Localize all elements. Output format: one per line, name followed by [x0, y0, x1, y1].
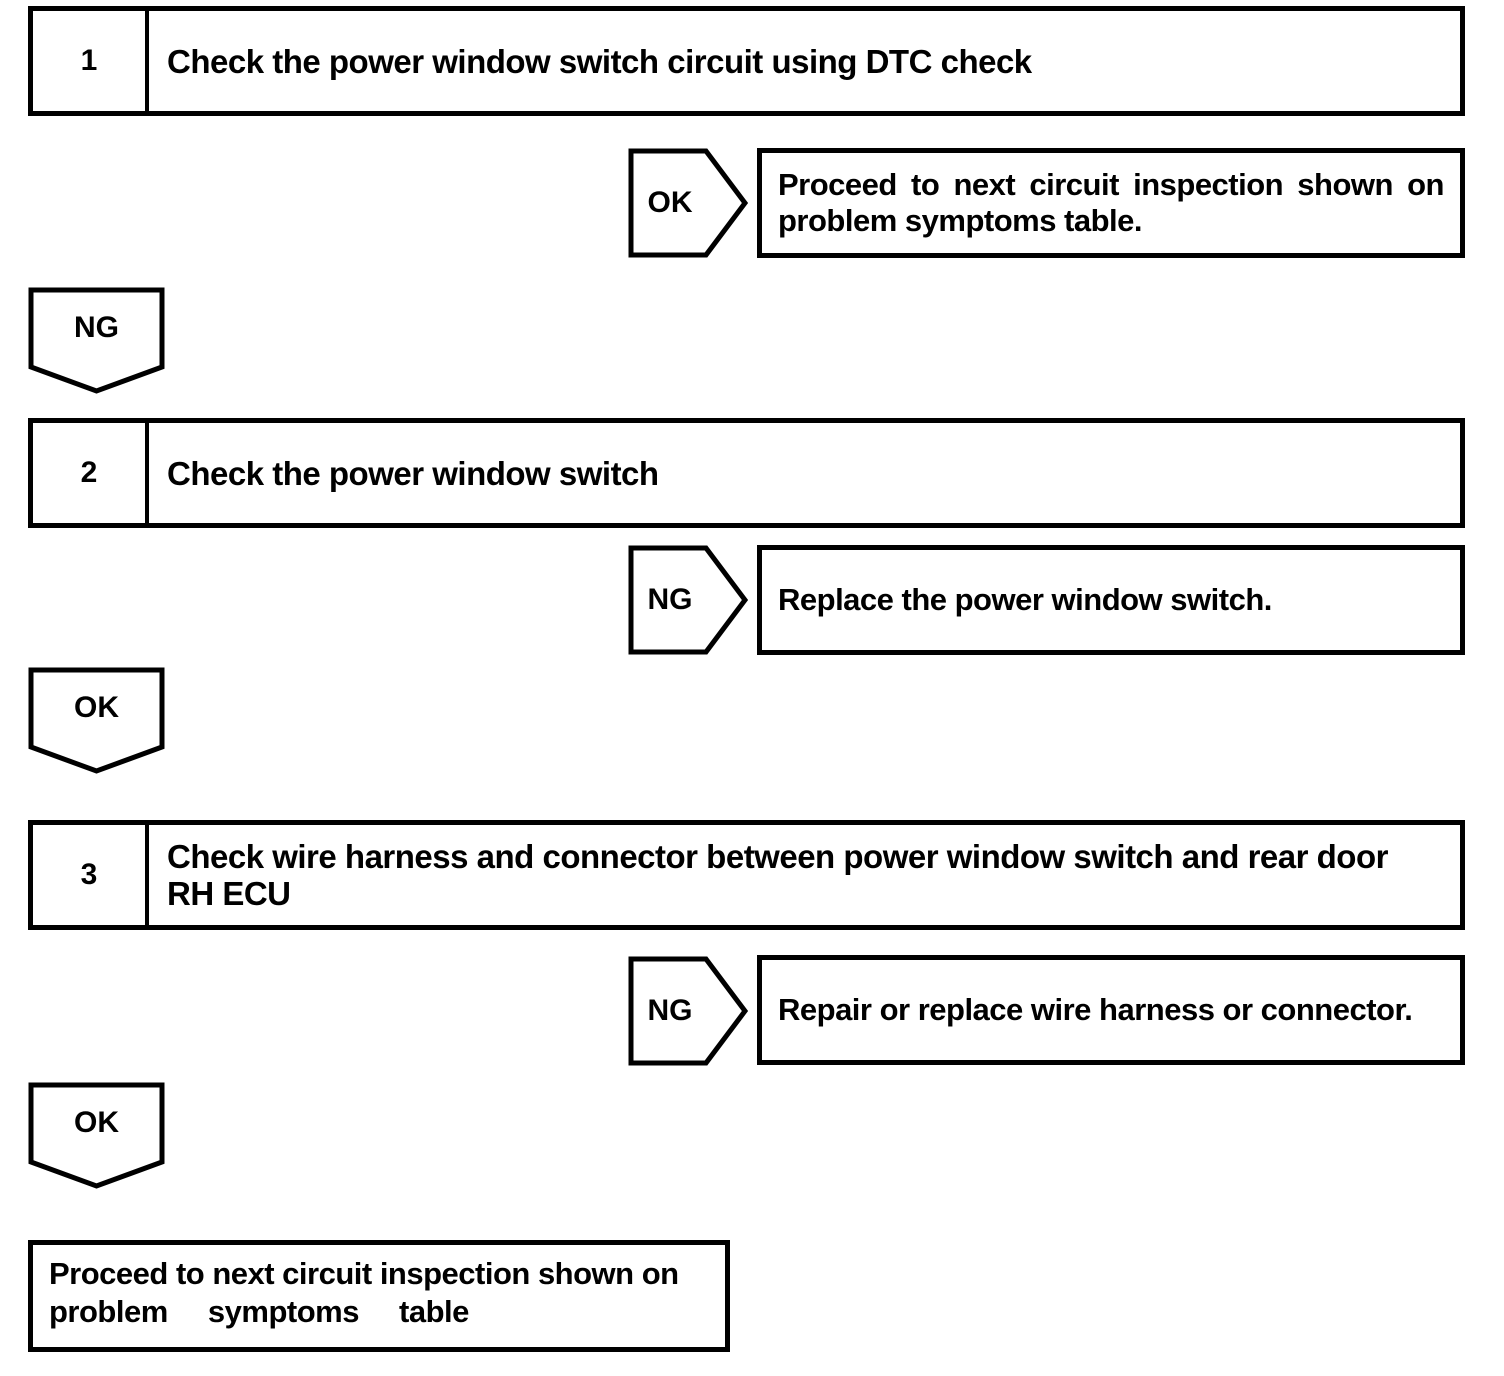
- branch-1-result-box: Proceed to next circuit inspection shown…: [757, 148, 1465, 258]
- step-3-title: Check wire harness and connector between…: [149, 825, 1460, 925]
- step-3-number: 3: [33, 825, 149, 925]
- step-2-number: 2: [33, 423, 149, 523]
- down-pentagon-arrow-icon: [28, 1082, 165, 1189]
- step-1-box: 1 Check the power window switch circuit …: [28, 6, 1465, 116]
- right-pentagon-arrow-icon: [628, 956, 748, 1066]
- right-pentagon-arrow-icon: [628, 148, 748, 258]
- connector-2-ok-label: OK: [74, 691, 119, 724]
- branch-2-ng-label: NG: [647, 583, 693, 616]
- step-2-title: Check the power window switch: [149, 423, 1460, 523]
- result-line: problem symptoms table.: [778, 203, 1143, 238]
- branch-2-ng-arrow: NG: [628, 545, 748, 655]
- branch-3-result-box: Repair or replace wire harness or connec…: [757, 955, 1465, 1065]
- result-line: Replace the power window switch.: [778, 582, 1272, 617]
- branch-2-result-box: Replace the power window switch.: [757, 545, 1465, 655]
- step-2-box: 2 Check the power window switch: [28, 418, 1465, 528]
- down-pentagon-arrow-icon: [28, 287, 165, 394]
- step-3-title-line: Check wire harness and connector between…: [167, 838, 1388, 875]
- branch-3-ng-label: NG: [647, 994, 693, 1027]
- step-3-box: 3 Check wire harness and connector betwe…: [28, 820, 1465, 930]
- branch-3-ng-arrow: NG: [628, 956, 748, 1066]
- down-pentagon-arrow-icon: [28, 667, 165, 774]
- connector-2-ok-arrow: OK: [28, 667, 165, 775]
- step-1-title-line: Check the power window switch circuit us…: [167, 42, 1032, 80]
- step-1-title: Check the power window switch circuit us…: [149, 11, 1460, 111]
- result-line: Proceed to next circuit inspection shown…: [778, 167, 1445, 202]
- step-2-title-line: Check the power window switch: [167, 454, 659, 492]
- connector-1-ng-arrow: NG: [28, 287, 165, 395]
- connector-3-ok-label: OK: [74, 1106, 119, 1139]
- branch-1-ok-arrow: OK: [628, 148, 748, 258]
- terminal-line: problem symptoms table: [49, 1294, 469, 1329]
- connector-3-ok-arrow: OK: [28, 1082, 165, 1190]
- connector-1-ng-label: NG: [74, 311, 119, 344]
- right-pentagon-arrow-icon: [628, 545, 748, 655]
- result-line: Repair or replace wire harness or connec…: [778, 992, 1413, 1027]
- branch-1-ok-label: OK: [647, 186, 693, 219]
- terminal-box: Proceed to next circuit inspection shown…: [28, 1240, 730, 1352]
- step-3-title-line: RH ECU: [167, 875, 291, 912]
- step-1-number: 1: [33, 11, 149, 111]
- terminal-line: Proceed to next circuit inspection shown…: [49, 1256, 679, 1291]
